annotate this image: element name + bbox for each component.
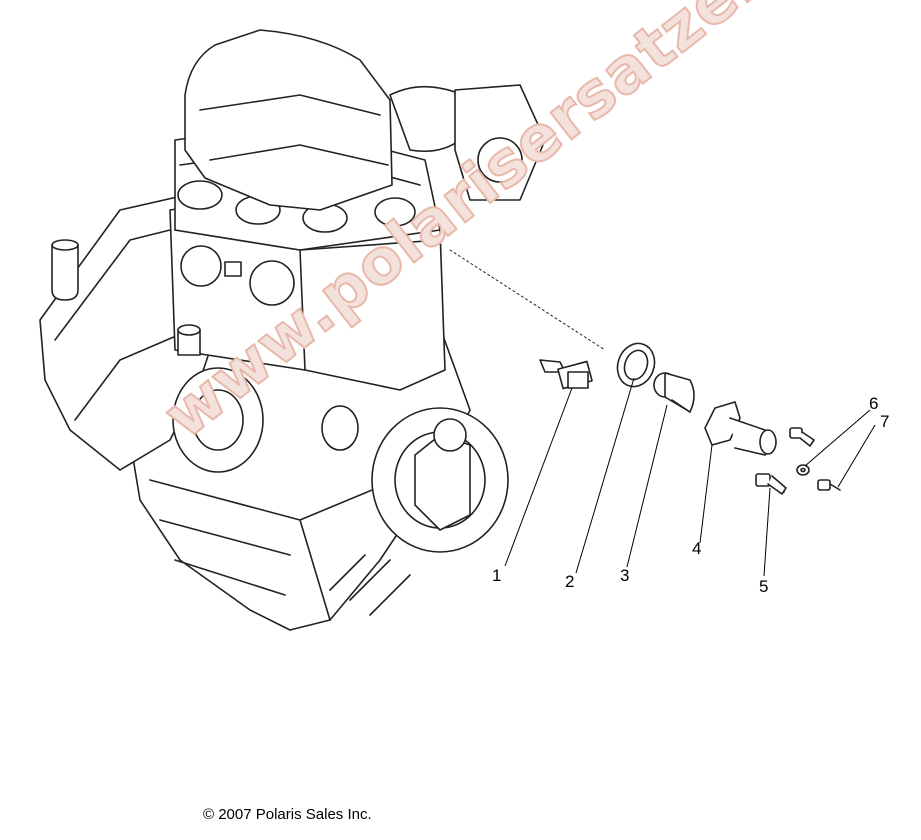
washer-part — [796, 464, 810, 476]
callout-6: 6 — [869, 394, 879, 413]
o-ring-part — [616, 342, 656, 388]
callout-4: 4 — [692, 539, 702, 558]
callout-7: 7 — [880, 412, 890, 431]
temperature-sensor-part — [539, 359, 593, 390]
thermostat-housing-part — [704, 401, 777, 456]
bolt-7-part — [817, 479, 841, 491]
thermostat-part — [653, 372, 695, 413]
engine-illustration — [39, 29, 546, 631]
callout-3: 3 — [620, 566, 630, 585]
callout-5: 5 — [759, 577, 769, 596]
callout-1: 1 — [492, 566, 502, 585]
leader-lines — [504, 377, 876, 577]
bolt-5-part — [755, 473, 787, 495]
callout-2: 2 — [565, 572, 575, 591]
copyright-text: © 2007 Polaris Sales Inc. — [203, 806, 372, 823]
bolt-6-upper-part — [789, 427, 815, 447]
